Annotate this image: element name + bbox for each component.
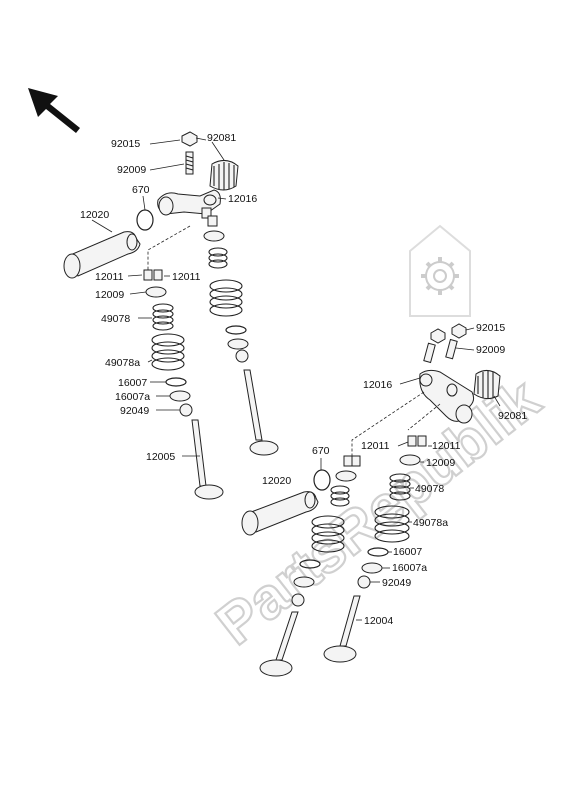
right-leader-lines bbox=[320, 327, 501, 621]
rocker-arm-12016-right bbox=[419, 369, 475, 424]
seat-16007a-right-2 bbox=[293, 576, 315, 588]
oring-670-left bbox=[136, 209, 154, 231]
label-12011-left-2: 12011 bbox=[172, 271, 201, 283]
label-16007-right: 16007 bbox=[393, 546, 422, 558]
retainer-12009-left bbox=[145, 286, 167, 298]
rocker-shaft-12020-right bbox=[241, 491, 319, 536]
left-leader-lines bbox=[91, 137, 227, 457]
label-49078-left: 49078 bbox=[101, 313, 130, 325]
nut-92015-right bbox=[430, 328, 446, 344]
label-670-right: 670 bbox=[312, 445, 330, 457]
seal-92049-left bbox=[179, 403, 193, 417]
label-12020-left: 12020 bbox=[80, 209, 109, 221]
part-labels: 92015 92081 92009 670 12016 12020 12011 … bbox=[80, 132, 527, 627]
label-12005: 12005 bbox=[146, 451, 175, 463]
spring-49078a-right bbox=[311, 505, 410, 553]
oring-670-right bbox=[313, 469, 331, 491]
label-12009-right: 12009 bbox=[426, 457, 455, 469]
label-12011-right-2: 12011 bbox=[432, 440, 461, 452]
screw-92009-left bbox=[185, 151, 194, 175]
label-49078-right: 49078 bbox=[415, 483, 444, 495]
retainer-12009-right-2 bbox=[335, 470, 357, 482]
label-92009-left: 92009 bbox=[117, 164, 146, 176]
label-16007a-right: 16007a bbox=[392, 562, 427, 574]
retainer-12009-right bbox=[399, 454, 421, 466]
valve-12004 bbox=[259, 595, 361, 677]
collet-12011-right bbox=[343, 435, 427, 467]
valve-12005 bbox=[191, 419, 224, 500]
right-valve-assembly bbox=[241, 323, 501, 677]
front-direction-arrow-icon bbox=[28, 88, 80, 133]
label-92049-right: 92049 bbox=[382, 577, 411, 589]
gear-icon bbox=[409, 224, 471, 317]
label-12016-left: 12016 bbox=[228, 193, 257, 205]
label-49078a-right: 49078a bbox=[413, 517, 448, 529]
label-12020-right: 12020 bbox=[262, 475, 291, 487]
label-12016-right: 12016 bbox=[363, 379, 392, 391]
screw-92009-right bbox=[423, 338, 458, 364]
seat-16007a-left bbox=[169, 390, 191, 402]
label-92049-left: 92049 bbox=[120, 405, 149, 417]
label-16007-left: 16007 bbox=[118, 377, 147, 389]
label-670-left: 670 bbox=[132, 184, 150, 196]
label-92009-right: 92009 bbox=[476, 344, 505, 356]
label-12009-left: 12009 bbox=[95, 289, 124, 301]
nut-92015-right-2 bbox=[451, 323, 467, 339]
label-92081-right: 92081 bbox=[498, 410, 527, 422]
rocker-shaft-12020-left bbox=[63, 231, 141, 279]
label-12011-left-1: 12011 bbox=[95, 271, 124, 283]
spring-49078-left bbox=[152, 303, 174, 331]
label-16007a-left: 16007a bbox=[115, 391, 150, 403]
label-12004: 12004 bbox=[364, 615, 393, 627]
left-valve-assembly bbox=[63, 131, 279, 500]
label-92015-left: 92015 bbox=[111, 138, 140, 150]
spring-49078-right bbox=[330, 473, 411, 507]
spring-92081-right bbox=[473, 370, 501, 400]
seat-16007-right-2 bbox=[299, 559, 321, 569]
seal-92049-right bbox=[357, 575, 371, 589]
seal-92049-right-2 bbox=[291, 593, 305, 607]
collet-12011-left bbox=[143, 269, 163, 281]
left-second-valve-stack bbox=[201, 207, 279, 456]
seat-16007-left bbox=[165, 377, 187, 387]
label-12011-right-1: 12011 bbox=[361, 440, 390, 452]
nut-92015-left bbox=[181, 131, 198, 147]
seat-16007a-right bbox=[361, 562, 383, 574]
label-49078a-left: 49078a bbox=[105, 357, 140, 369]
label-92081-left: 92081 bbox=[207, 132, 236, 144]
spring-49078a-left bbox=[151, 333, 185, 371]
label-92015-right: 92015 bbox=[476, 322, 505, 334]
spring-92081-left bbox=[209, 160, 239, 191]
